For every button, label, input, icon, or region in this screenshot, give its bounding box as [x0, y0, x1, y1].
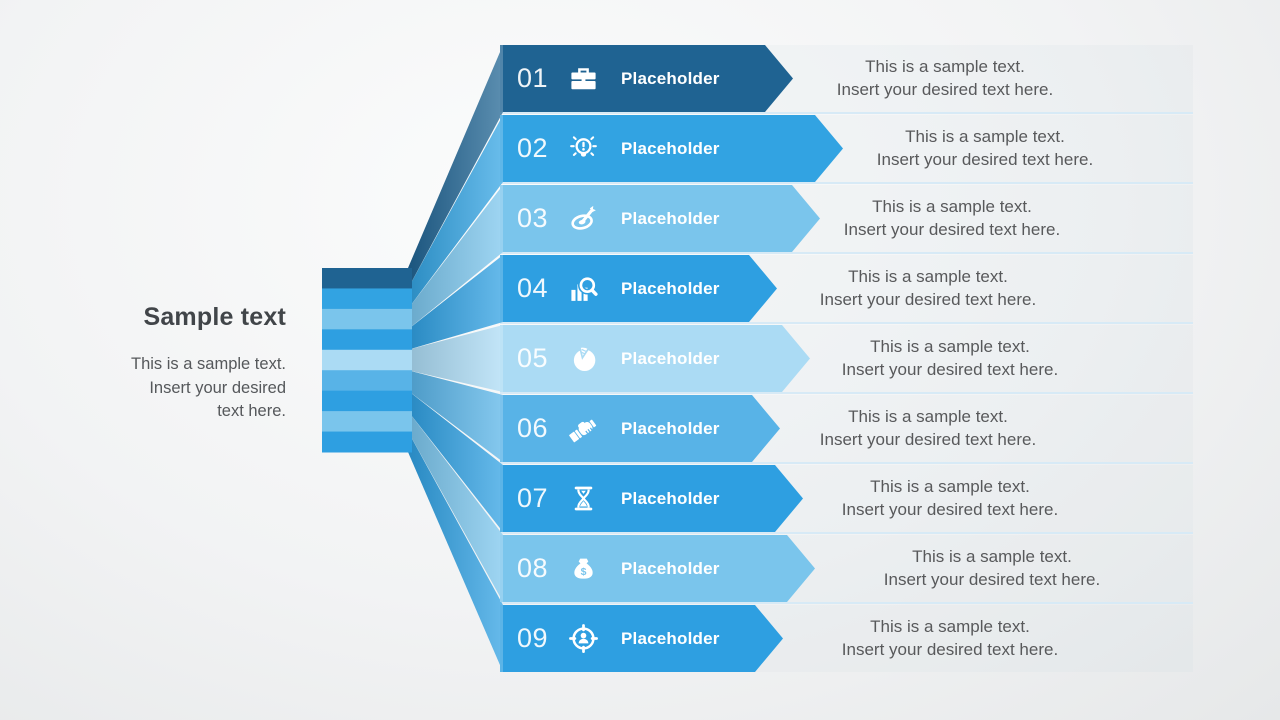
row-description-line2: Insert your desired text here. — [836, 80, 1054, 99]
row-separator — [500, 602, 1193, 604]
row-description-line2: Insert your desired text here. — [883, 570, 1101, 589]
row-number: 02 — [517, 133, 549, 163]
ribbon-diagonal — [408, 411, 503, 602]
row-number: 09 — [517, 623, 549, 653]
row-number: 08 — [517, 553, 549, 583]
row-label: Placeholder — [621, 278, 720, 298]
row-separator — [500, 322, 1193, 324]
row-description: This is a sample text. Insert your desir… — [708, 265, 1148, 311]
row-description-line1: This is a sample text. — [905, 127, 1065, 146]
ribbon-diagonal — [408, 185, 503, 330]
row-description-line2: Insert your desired text here. — [843, 220, 1061, 239]
row-number: 01 — [517, 63, 549, 93]
row-separator — [500, 532, 1193, 534]
ribbon-stack-stripe — [322, 431, 412, 453]
briefcase-icon — [567, 62, 600, 95]
row-banner: 07 Placeholder — [500, 465, 803, 532]
row-number: 03 — [517, 203, 549, 233]
row-label: Placeholder — [621, 488, 720, 508]
ribbon-stack-stripe — [322, 268, 412, 289]
chart-magnifier-icon — [567, 272, 600, 305]
row-description-line2: Insert your desired text here. — [876, 150, 1094, 169]
ribbon-diagonal — [408, 115, 503, 309]
ribbon-diagonal — [408, 45, 503, 289]
row-label: Placeholder — [621, 558, 720, 578]
row-description-line2: Insert your desired text here. — [841, 360, 1059, 379]
row-separator — [500, 462, 1193, 464]
money-bag-icon: $ — [567, 552, 600, 585]
row-label: Placeholder — [621, 348, 720, 368]
row-description: This is a sample text. Insert your desir… — [730, 335, 1170, 381]
row-separator — [500, 392, 1193, 394]
left-description: This is a sample text. Insert your desir… — [40, 353, 286, 424]
row-description-line1: This is a sample text. — [870, 477, 1030, 496]
row-banner: 08 $ Placeholder — [500, 535, 815, 602]
row-banner: 02 Placeholder — [500, 115, 843, 182]
row-label: Placeholder — [621, 628, 720, 648]
row-description-line1: This is a sample text. — [848, 267, 1008, 286]
dart-target-icon — [567, 202, 600, 235]
row-description: This is a sample text. Insert your desir… — [725, 55, 1165, 101]
row-number: 06 — [517, 413, 549, 443]
row-description-line1: This is a sample text. — [865, 57, 1025, 76]
row-description-line1: This is a sample text. — [870, 617, 1030, 636]
row-banner: 05 Placeholder — [500, 325, 810, 392]
page-title: Sample text — [143, 303, 286, 331]
ribbon-diagonal — [408, 431, 503, 672]
handshake-icon — [567, 412, 600, 445]
ribbon-diagonal — [408, 325, 503, 392]
ribbon-stack-stripe — [322, 411, 412, 433]
row-description-line1: This is a sample text. — [870, 337, 1030, 356]
row-description-line1: This is a sample text. — [872, 197, 1032, 216]
row-description: This is a sample text. Insert your desir… — [730, 615, 1170, 661]
row-number: 04 — [517, 273, 549, 303]
person-target-icon — [567, 622, 600, 655]
left-text-panel: Sample text This is a sample text. Inser… — [40, 303, 286, 424]
row-description-line2: Insert your desired text here. — [819, 430, 1037, 449]
row-description: This is a sample text. Insert your desir… — [772, 545, 1212, 591]
pie-chart-icon — [567, 342, 600, 375]
ribbon-stack-stripe — [322, 390, 412, 412]
row-description: This is a sample text. Insert your desir… — [765, 125, 1205, 171]
row-label: Placeholder — [621, 68, 720, 88]
ribbon-stack-stripe — [322, 329, 412, 351]
ribbon-stack-stripe — [322, 308, 412, 330]
left-description-line: This is a sample text. — [131, 355, 286, 373]
ribbon-stack-stripe — [322, 349, 412, 371]
row-description-line2: Insert your desired text here. — [841, 640, 1059, 659]
row-label: Placeholder — [621, 418, 720, 438]
row-label: Placeholder — [621, 208, 720, 228]
row-banner: 06 Placeholder — [500, 395, 780, 462]
row-banner: 01 Placeholder — [500, 45, 793, 112]
row-number: 07 — [517, 483, 549, 513]
row-description-line1: This is a sample text. — [848, 407, 1008, 426]
left-description-line: text here. — [217, 402, 286, 420]
row-description-line2: Insert your desired text here. — [841, 500, 1059, 519]
row-banner: 09 Placeholder — [500, 605, 783, 672]
row-label: Placeholder — [621, 138, 720, 158]
row-description: This is a sample text. Insert your desir… — [708, 405, 1148, 451]
row-description: This is a sample text. Insert your desir… — [732, 195, 1172, 241]
hourglass-icon — [567, 482, 600, 515]
row-description: This is a sample text. Insert your desir… — [730, 475, 1170, 521]
lightbulb-icon — [567, 132, 600, 165]
row-separator — [500, 252, 1193, 254]
row-number: 05 — [517, 343, 549, 373]
row-separator — [500, 112, 1193, 114]
row-description-line1: This is a sample text. — [912, 547, 1072, 566]
ribbon-stack-stripe — [322, 370, 412, 392]
ribbon-diagonal — [408, 390, 503, 532]
row-separator — [500, 182, 1193, 184]
ribbon-diagonal — [408, 255, 503, 350]
ribbon-stack-stripe — [322, 288, 412, 310]
row-banner: 03 Placeholder — [500, 185, 820, 252]
left-description-line: Insert your desired — [149, 378, 286, 397]
svg-text:$: $ — [581, 567, 587, 578]
row-banner: 04 Placeholder — [500, 255, 777, 322]
row-description-line2: Insert your desired text here. — [819, 290, 1037, 309]
ribbon-diagonal — [408, 370, 503, 462]
